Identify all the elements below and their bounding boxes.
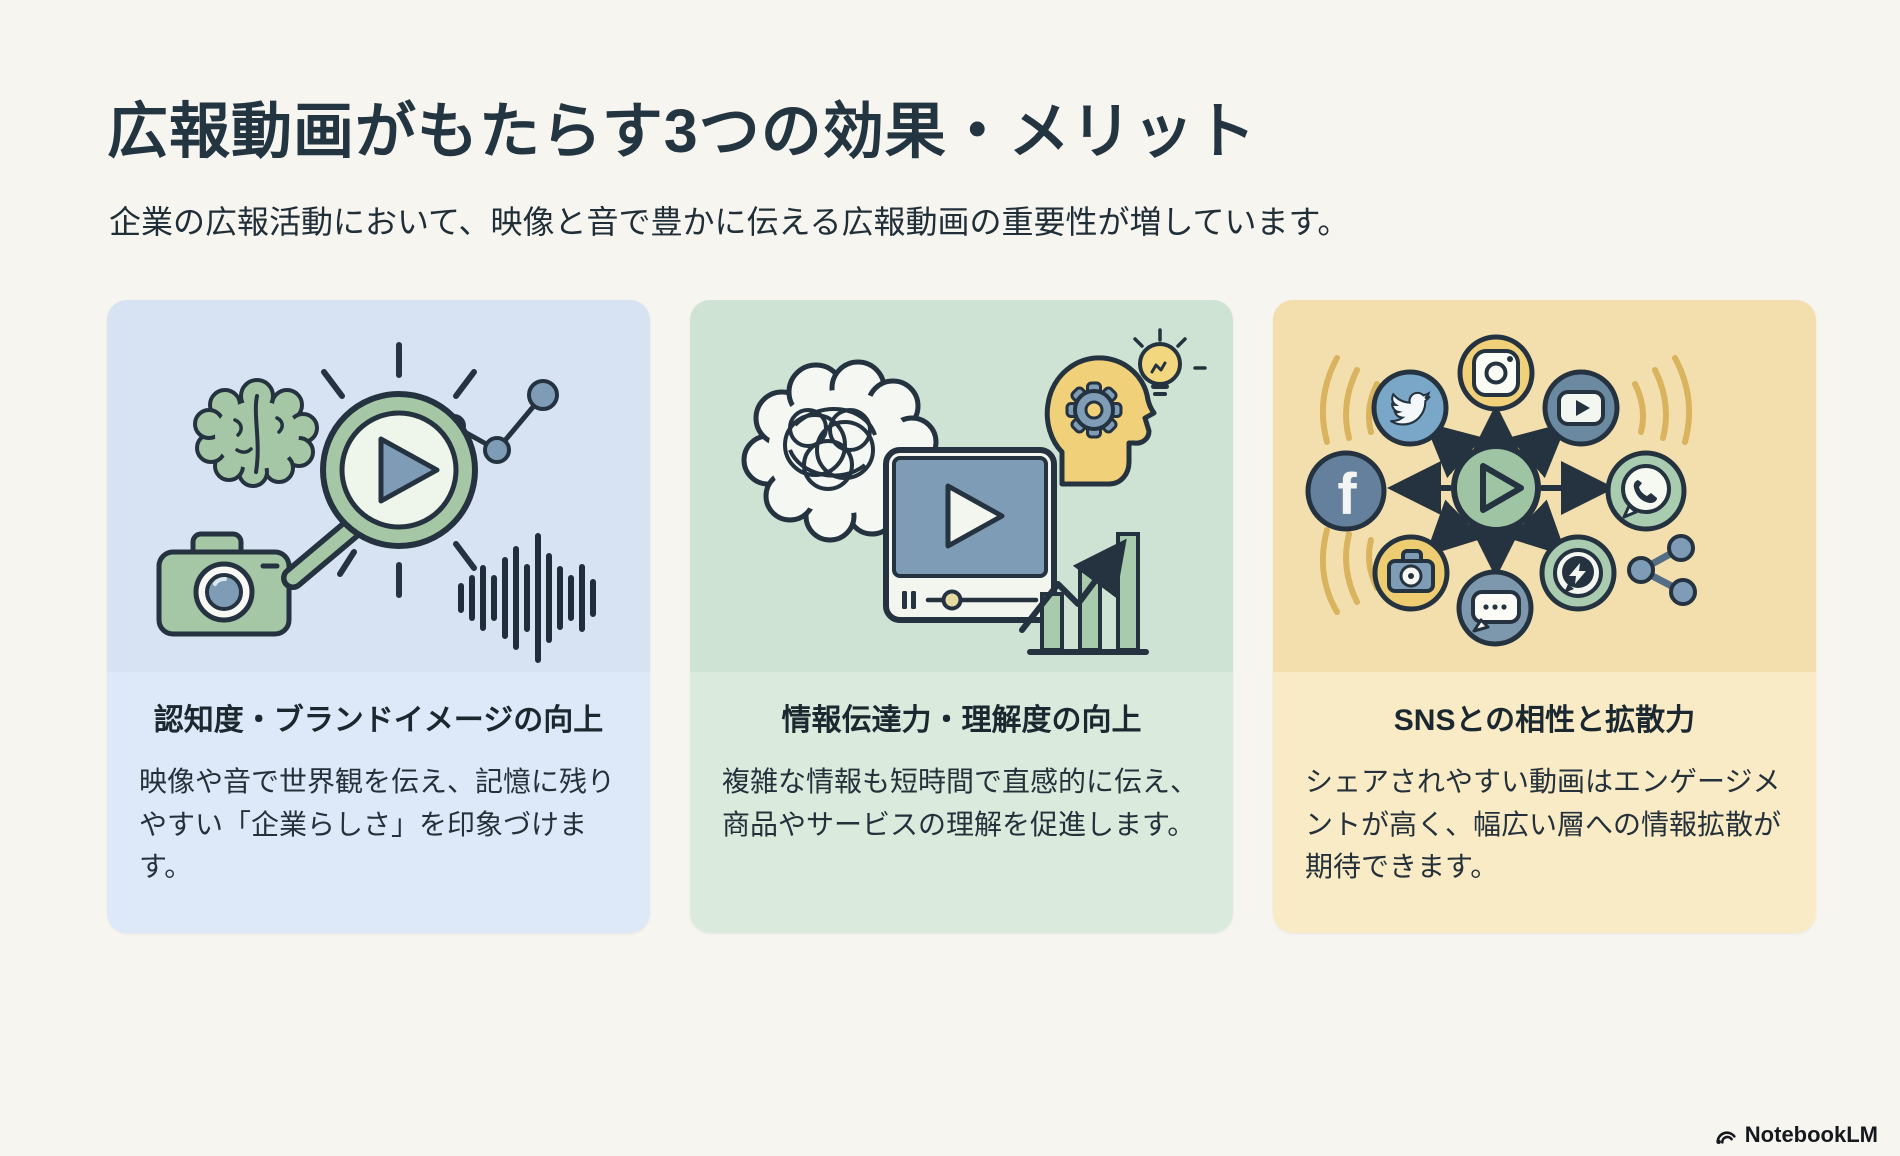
spread-arrows bbox=[1387, 403, 1615, 578]
camera-icon bbox=[156, 531, 292, 637]
audio-waveform-icon bbox=[458, 532, 596, 663]
card-sns-illustration: f bbox=[1273, 299, 1816, 672]
lightbulb-icon bbox=[1133, 327, 1207, 396]
card-sns-text: SNSとの相性と拡散力 シェアされやすい動画はエンゲージメントが高く、幅広い層へ… bbox=[1273, 671, 1816, 933]
chat-bubble-icon bbox=[1456, 569, 1534, 647]
share-icon bbox=[1627, 533, 1697, 606]
youtube-icon bbox=[1542, 369, 1620, 447]
footer-brand-label: NotebookLM bbox=[1744, 1122, 1878, 1147]
brain-icon bbox=[193, 377, 319, 488]
card-awareness: 認知度・ブランドイメージの向上 映像や音で世界観を伝え、記憶に残りやすい「企業ら… bbox=[107, 299, 650, 933]
notebooklm-logo-icon bbox=[1716, 1131, 1736, 1144]
rising-bar-chart-icon bbox=[1019, 531, 1149, 655]
svg-text:f: f bbox=[1337, 462, 1357, 527]
card-communication-text: 情報伝達力・理解度の向上 複雑な情報も短時間で直感的に伝え、商品やサービスの理解… bbox=[690, 671, 1233, 933]
head-gear-icon bbox=[1044, 355, 1157, 487]
footer-brand: NotebookLM bbox=[1714, 1122, 1878, 1148]
card-sns-body: シェアされやすい動画はエンゲージメントが高く、幅広い層への情報拡散が期待できます… bbox=[1305, 766, 1782, 883]
slide: 広報動画がもたらす3つの効果・メリット 企業の広報活動において、映像と音で豊かに… bbox=[0, 96, 1900, 1156]
video-player-icon bbox=[883, 446, 1057, 623]
instagram-icon bbox=[1457, 334, 1535, 412]
card-communication-illustration bbox=[690, 299, 1233, 672]
awareness-illustration-svg bbox=[156, 341, 596, 663]
card-awareness-text: 認知度・ブランドイメージの向上 映像や音で世界観を伝え、記憶に残りやすい「企業ら… bbox=[107, 671, 650, 933]
twitter-icon bbox=[1371, 369, 1449, 447]
communication-illustration-svg bbox=[741, 327, 1207, 655]
sparkle-rays-icon bbox=[321, 341, 477, 598]
whatsapp-icon bbox=[1605, 450, 1687, 532]
page-title: 広報動画がもたらす3つの効果・メリット bbox=[107, 97, 1257, 165]
cards-row: 認知度・ブランドイメージの向上 映像や音で世界観を伝え、記憶に残りやすい「企業ら… bbox=[107, 299, 1816, 933]
card-sns: f bbox=[1273, 299, 1816, 933]
card-awareness-body: 映像や音で世界観を伝え、記憶に残りやすい「企業らしさ」を印象づけます。 bbox=[139, 766, 616, 883]
camera-icon bbox=[1372, 534, 1450, 612]
sns-illustration-svg: f bbox=[1305, 334, 1697, 647]
card-communication-body: 複雑な情報も短時間で直感的に伝え、商品やサービスの理解を促進します。 bbox=[722, 766, 1199, 840]
card-communication-heading: 情報伝達力・理解度の向上 bbox=[781, 703, 1142, 737]
card-sns-heading: SNSとの相性と拡散力 bbox=[1393, 703, 1696, 737]
magnifier-play-icon bbox=[281, 390, 478, 590]
page-subtitle: 企業の広報活動において、映像と音で豊かに伝える広報動画の重要性が増しています。 bbox=[109, 204, 1350, 241]
video-hub-icon bbox=[1451, 442, 1541, 533]
facebook-icon: f bbox=[1305, 450, 1387, 532]
messenger-icon bbox=[1539, 534, 1617, 612]
card-awareness-heading: 認知度・ブランドイメージの向上 bbox=[153, 703, 604, 737]
card-communication: 情報伝達力・理解度の向上 複雑な情報も短時間で直感的に伝え、商品やサービスの理解… bbox=[690, 299, 1233, 933]
card-awareness-illustration bbox=[107, 299, 650, 672]
